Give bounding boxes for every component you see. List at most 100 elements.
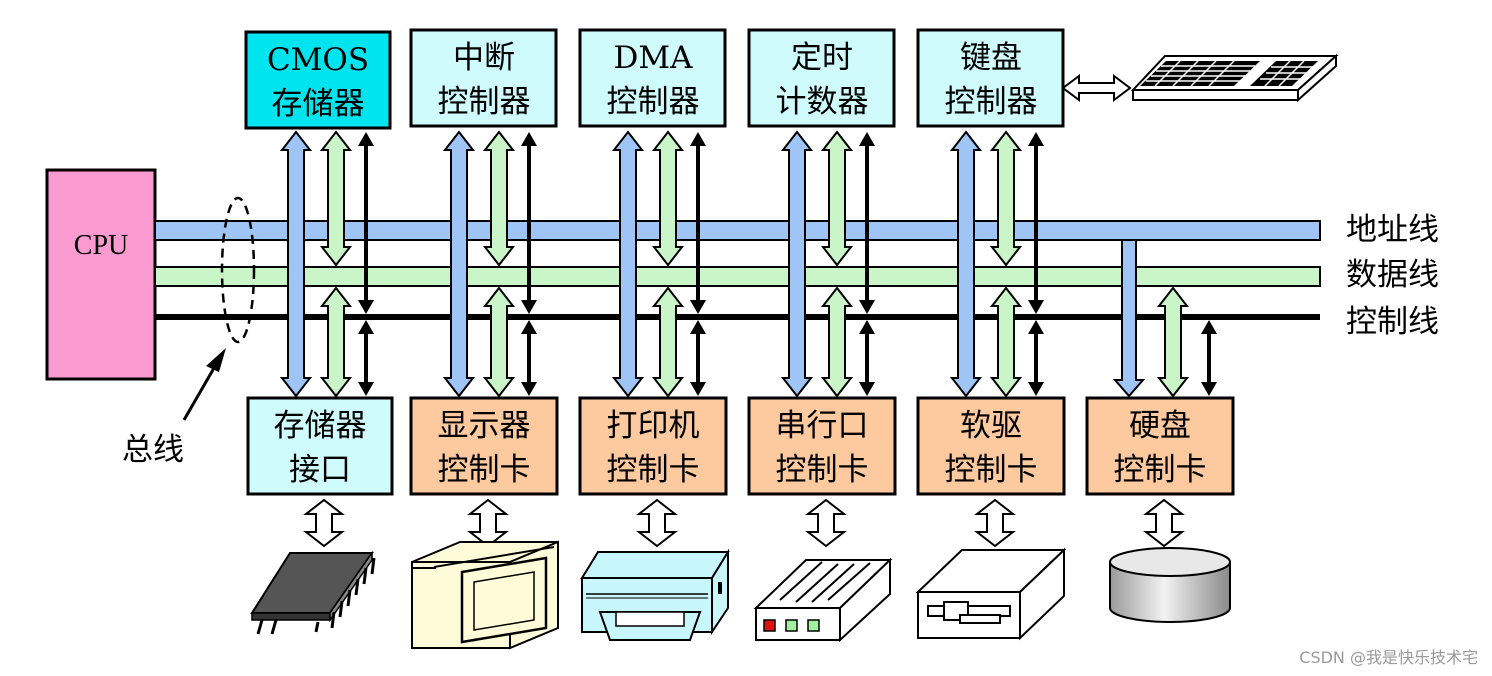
bus-connectors (279, 130, 1217, 398)
bottom-module-line2: 控制卡 (438, 452, 531, 488)
top-module-line1: CMOS (267, 42, 369, 78)
control-connector-top-head (521, 132, 537, 146)
address-connector-arrow (780, 130, 814, 398)
device-link-arrow (636, 498, 678, 548)
floppy-drive-icon (915, 547, 1067, 641)
data-connector-arrow-harddisk (1156, 286, 1190, 398)
printer-icon (580, 548, 730, 641)
top-module-timer: 定时 计数器 (747, 28, 896, 128)
bus-label-address: 地址线 (1346, 212, 1439, 248)
device-link-arrow (805, 498, 847, 548)
bottom-module-line1: 存储器 (274, 408, 367, 444)
data-connector-arrow-bottom (820, 286, 854, 398)
bottom-module-display-card: 显示器 控制卡 (409, 396, 559, 496)
top-module-line1: 键盘 (960, 40, 1022, 76)
bottom-module-line2: 控制卡 (776, 452, 869, 488)
control-connector-top-head (859, 132, 875, 146)
control-connector-bottom-head (358, 320, 374, 334)
bus-ellipse (220, 196, 256, 344)
device-link-arrow (467, 498, 509, 548)
top-module-line2: 存储器 (272, 86, 365, 122)
address-connector-arrow-harddisk (1112, 239, 1146, 398)
bottom-module-line2: 控制卡 (945, 452, 1038, 488)
data-bus-line (154, 266, 1321, 287)
bottom-module-line2: 控制卡 (607, 452, 700, 488)
bottom-module-floppy-card: 软驱 控制卡 (916, 396, 1066, 496)
data-connector-arrow-bottom (482, 286, 516, 398)
top-module-line2: 控制器 (945, 84, 1038, 120)
control-connector-top-head (690, 132, 706, 146)
bottom-module-line1: 显示器 (438, 408, 531, 444)
top-module-line1: 定时 (791, 40, 853, 76)
bottom-module-line2: 控制卡 (1114, 452, 1207, 488)
device-link-arrow (974, 498, 1016, 548)
device-link-arrow (303, 498, 345, 548)
device-link-arrow (1143, 498, 1185, 548)
control-connector-top-head (690, 300, 706, 314)
bottom-module-serial-card: 串行口 控制卡 (747, 396, 897, 496)
data-connector-arrow-top (482, 130, 516, 267)
keyboard-icon (1130, 53, 1339, 103)
control-connector-bottom-head (358, 382, 374, 396)
control-connector-bottom-head (690, 320, 706, 334)
bus-pointer-arrowhead (206, 348, 226, 372)
bottom-module-harddisk-card: 硬盘 控制卡 (1085, 396, 1235, 496)
data-connector-arrow-bottom (319, 286, 353, 398)
memory-chip-icon (250, 550, 376, 635)
bottom-module-line2: 接口 (289, 452, 351, 488)
cpu-box (45, 168, 157, 381)
modem-icon (753, 557, 893, 643)
address-connector-arrow (442, 130, 476, 398)
data-connector-arrow-top (651, 130, 685, 267)
keyboard-link-arrow (1061, 74, 1132, 102)
bus-annotation-label: 总线 (122, 432, 184, 468)
address-connector-arrow (949, 130, 983, 398)
watermark: CSDN @我是快乐技术宅 (1299, 648, 1478, 667)
bottom-module-line1: 硬盘 (1129, 408, 1191, 444)
control-connector-bottom-head (521, 382, 537, 396)
address-connector-arrow (279, 130, 313, 398)
bottom-module-memory-interface: 存储器 接口 (246, 396, 394, 496)
control-connector-top-head (859, 300, 875, 314)
control-connector-bottom-head (1028, 320, 1044, 334)
control-connector-bottom-head (690, 382, 706, 396)
data-connector-arrow-top (820, 130, 854, 267)
control-connector-harddisk-head (1201, 382, 1217, 396)
cpu-label: CPU (74, 230, 128, 261)
data-connector-arrow-bottom (989, 286, 1023, 398)
control-connector-top-head (358, 132, 374, 146)
bottom-module-printer-card: 打印机 控制卡 (578, 396, 728, 496)
monitor-icon (411, 540, 559, 650)
hard-disk-icon (1109, 547, 1231, 623)
address-connector-arrow (611, 130, 645, 398)
top-module-keyboard-controller: 键盘 控制器 (916, 28, 1065, 128)
address-bus-line (154, 220, 1321, 241)
bottom-module-line1: 软驱 (960, 408, 1022, 444)
bottom-module-line1: 串行口 (776, 408, 869, 444)
control-connector-bottom-head (521, 320, 537, 334)
control-connector-bottom-head (859, 320, 875, 334)
control-connector-top-head (358, 300, 374, 314)
top-module-line2: 控制器 (438, 84, 531, 120)
bus-pointer-line (182, 367, 216, 421)
top-module-cmos: CMOS 存储器 (244, 30, 392, 130)
top-module-line1: DMA (614, 40, 694, 76)
data-connector-arrow-bottom (651, 286, 685, 398)
control-connector-harddisk-head (1201, 320, 1217, 334)
top-module-interrupt: 中断 控制器 (409, 28, 558, 128)
device-link-arrow-group (303, 498, 1185, 548)
control-connector-top-head (1028, 132, 1044, 146)
control-connector-bottom-head (1028, 382, 1044, 396)
top-module-line1: 中断 (453, 40, 515, 76)
control-connector-top-head (1028, 300, 1044, 314)
top-module-dma: DMA 控制器 (578, 28, 727, 128)
bus-label-control: 控制线 (1346, 304, 1439, 340)
top-module-line2: 计数器 (776, 84, 869, 120)
bus-label-data: 数据线 (1346, 257, 1439, 293)
control-bus-line (155, 314, 1320, 320)
control-connector-bottom-head (859, 382, 875, 396)
control-connector-top-head (521, 300, 537, 314)
data-connector-arrow-top (989, 130, 1023, 267)
